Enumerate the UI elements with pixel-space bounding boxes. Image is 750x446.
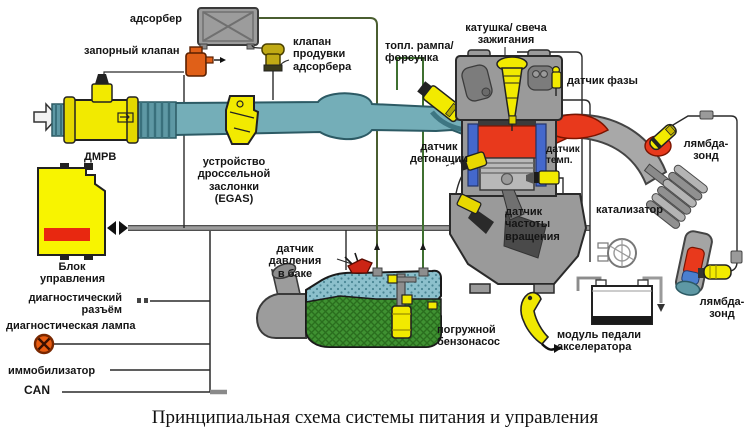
maf-sensor	[63, 74, 139, 144]
label-lambda-rear: лямбда- зонд	[699, 296, 745, 321]
label-fuel-rail: топл. рампа/ форсунка	[385, 40, 454, 65]
lambda-sensor-front	[649, 123, 677, 151]
tank-pressure-sensor	[344, 252, 373, 274]
label-shutoff-valve: запорный клапан	[84, 45, 180, 57]
diagnostic-connector-icon	[137, 298, 148, 303]
diagram-caption: Принципиальная схема системы питания и у…	[151, 407, 599, 428]
throttle-body-egas	[225, 95, 260, 145]
label-phase-sensor: датчик фазы	[567, 75, 638, 87]
adsorber-canister	[197, 7, 259, 50]
crankshaft-speed-sensor	[456, 193, 494, 234]
catalyst-body	[645, 164, 708, 229]
lambda-front-connector	[699, 110, 714, 120]
purge-valve	[251, 43, 285, 100]
label-crank-sensor: датчик частоты вращения	[505, 206, 560, 243]
ecu-connector-icon	[107, 221, 128, 235]
label-can-bus: CAN	[24, 383, 50, 397]
phase-sensor	[551, 65, 562, 96]
label-pedal-module: модуль педали акселератора	[557, 329, 642, 354]
lambda-rear-connector	[730, 250, 743, 264]
label-ecu: Блок управления	[40, 261, 106, 286]
lambda-sensor-rear	[698, 264, 732, 280]
shutoff-valve	[185, 46, 226, 77]
label-tank-pressure-sensor: датчик давления в баке	[268, 243, 322, 280]
label-ignition-coil: катушка/ свеча зажигания	[465, 22, 547, 47]
label-maf-sensor: ДМРВ	[84, 151, 117, 163]
fuel-vapour-lines	[258, 17, 426, 272]
ecu-box	[37, 163, 106, 260]
ignition-coil-spark-plug	[496, 56, 528, 131]
diagnostic-lamp-icon	[33, 333, 55, 355]
label-temp-sensor: датчик темп.	[546, 144, 580, 167]
label-diagnostic-connector: диагностический разъём	[28, 292, 122, 317]
exhaust-end-pipe	[674, 230, 713, 296]
label-adsorber: адсорбер	[129, 13, 182, 25]
accelerator-pedal	[520, 291, 562, 353]
label-catalyst: катализатор	[596, 204, 663, 216]
label-throttle-egas: устройство дроссельной заслонки (EGAS)	[197, 156, 271, 206]
label-knock-sensor: датчик детонации	[410, 141, 468, 166]
knock-sensor	[459, 151, 488, 171]
battery	[591, 279, 653, 325]
generator	[597, 238, 637, 268]
label-purge-valve: клапан продувки адсорбера	[293, 36, 352, 73]
label-diagnostic-lamp: диагностическая лампа	[6, 320, 136, 332]
tank-fittings	[372, 267, 429, 277]
label-lambda-front: лямбда- зонд	[683, 138, 729, 163]
label-fuel-pump: погружной бензонасос	[437, 324, 501, 349]
submersible-fuel-pump	[387, 273, 438, 339]
coolant-temp-sensor	[526, 170, 560, 185]
label-immobilizer: иммобилизатор	[8, 365, 96, 377]
